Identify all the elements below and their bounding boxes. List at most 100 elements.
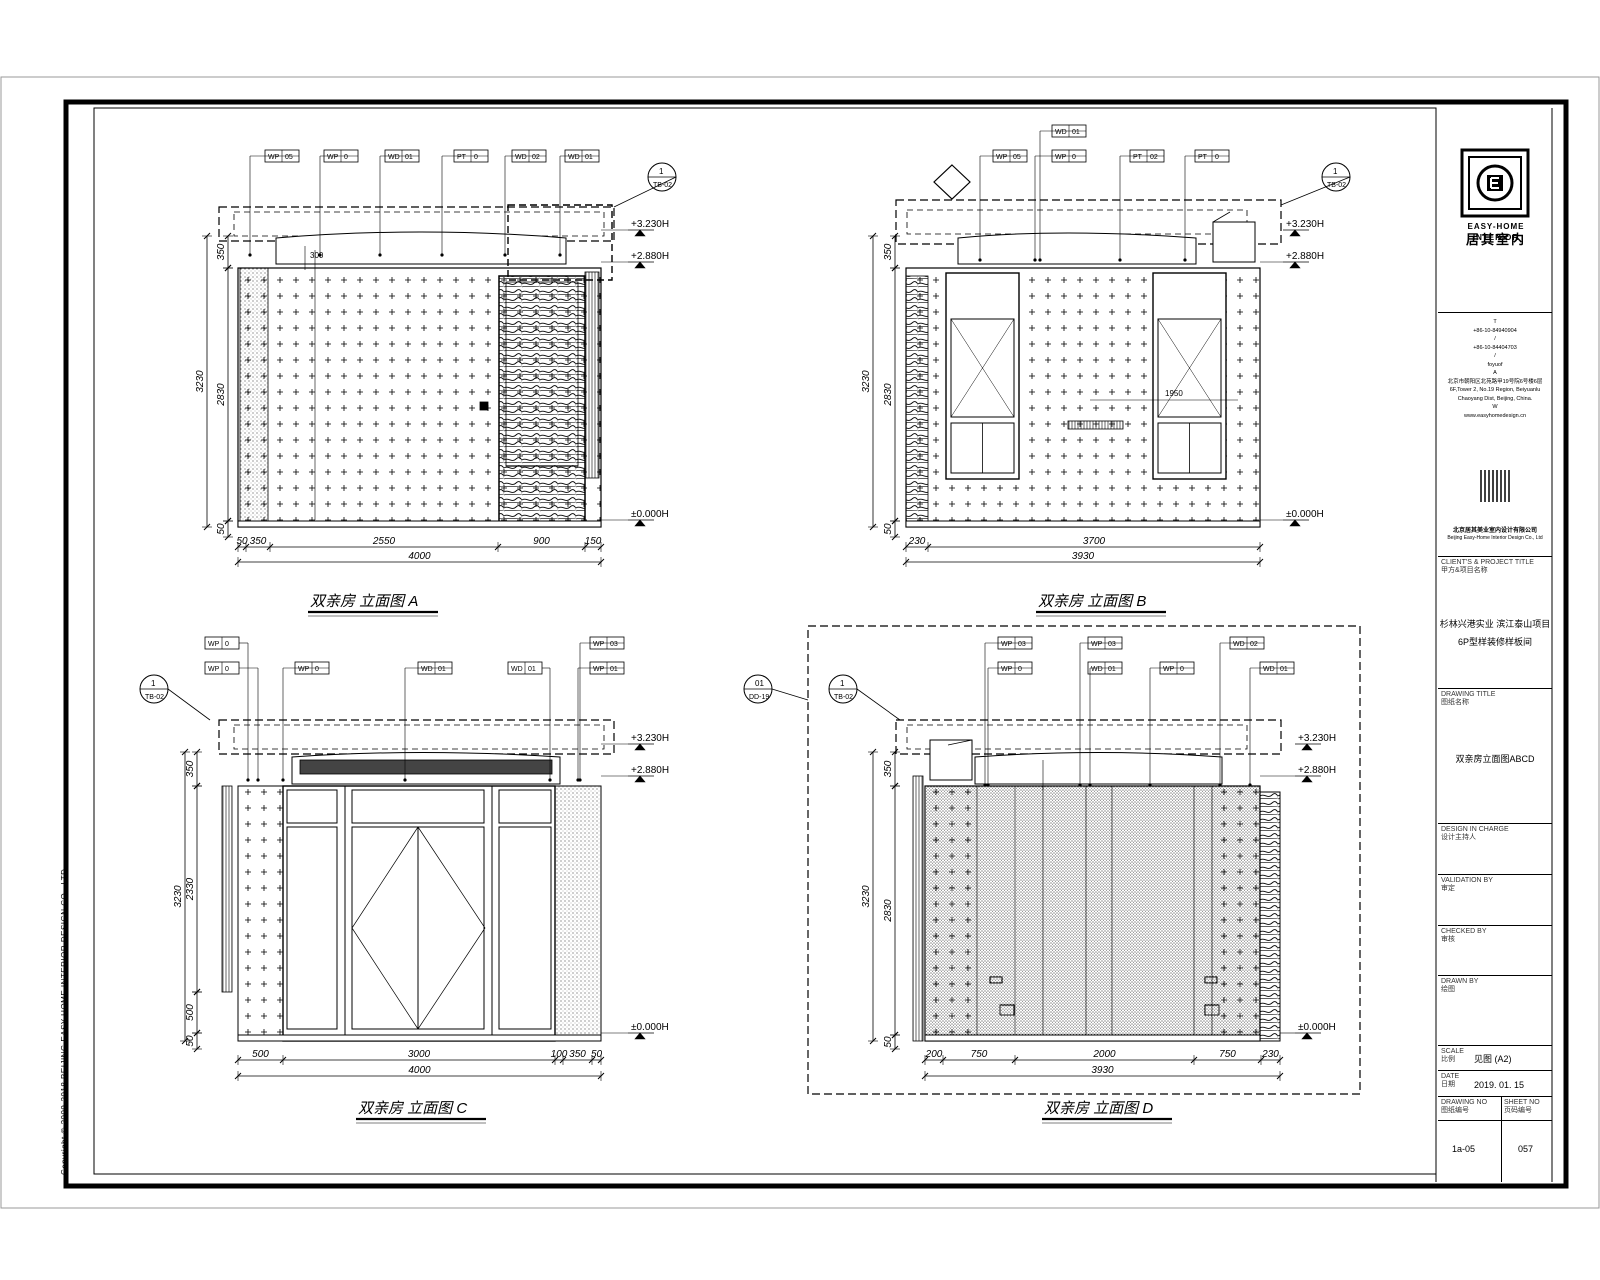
wardrobe-panel [498, 826, 552, 1030]
contact-line: / [1494, 336, 1496, 342]
dim-total-label: 4000 [408, 551, 431, 562]
material-tag-number: 01 [438, 666, 446, 673]
company-name-en: EASY-HOME INTERIOR [1467, 222, 1525, 242]
sheet-no-value: 057 [1518, 1144, 1534, 1154]
project-line-2: 6P型样装修样板间 [1457, 637, 1532, 647]
dim-bottom-slash [1276, 1056, 1284, 1064]
view-title: 双亲房 立面图 A [310, 593, 418, 610]
view-title: 双亲房 立面图 C [358, 1100, 467, 1117]
dim-total-slash [597, 1072, 605, 1080]
dim-bottom-slash [1257, 1056, 1265, 1064]
level-label: ±0.000H [631, 509, 669, 520]
company-full-cn: 北京居其美业室内设计有限公司 [1452, 528, 1537, 534]
drawing-no-value: 1a-05 [1452, 1144, 1476, 1154]
level-label: ±0.000H [1286, 509, 1324, 520]
ceiling-outline [895, 199, 1282, 245]
callout-leader [1280, 176, 1351, 206]
dim-left-total-label: 3230 [861, 885, 872, 908]
dim-left-b-slash [224, 264, 232, 272]
window-sash [950, 318, 1015, 418]
tv-unit [1212, 221, 1256, 263]
door-frame [584, 271, 600, 479]
date-sub: 日期 [1441, 1081, 1455, 1088]
dim-left-total-label: 3230 [173, 885, 184, 908]
dim-bottom-label: 900 [533, 536, 550, 547]
contact-line: T [1493, 319, 1497, 325]
material-tag-number: 0 [1180, 666, 1184, 673]
dim-total-label: 3930 [1072, 551, 1095, 562]
validation-label: VALIDATION BY [1441, 877, 1493, 884]
material-tag-number: 02 [532, 154, 540, 161]
ceiling-inner [906, 724, 1248, 750]
material-tag-code: WP [327, 154, 339, 161]
dim-bottom-label: 50 [591, 1049, 603, 1060]
baseboard [924, 1034, 1261, 1042]
material-tag-code: WP [996, 154, 1008, 161]
baseboard [237, 520, 602, 528]
dim-left-total-label: 3230 [195, 370, 206, 393]
leader-dot-icon [548, 778, 552, 782]
dim-left-a-label: 350 [185, 760, 196, 777]
door-header-dashed [507, 204, 613, 281]
window-swing [950, 318, 1015, 418]
callout-sheet: TB-02 [834, 694, 853, 701]
dim-bottom-label: 2550 [372, 536, 396, 547]
dim-bottom-label: 100 [551, 1049, 568, 1060]
level-marker-icon [1301, 743, 1313, 751]
baseboard [905, 520, 1261, 528]
ceiling-inner [233, 724, 605, 750]
side-panel [905, 275, 929, 528]
dim-total-label: 4000 [408, 1065, 431, 1076]
dim-left-a-slash [224, 232, 232, 240]
dim-bottom-slash [939, 1056, 947, 1064]
door-swing-lines [351, 826, 486, 1030]
callout-sheet: TB-02 [145, 694, 164, 701]
leader-dot-icon [1078, 783, 1082, 787]
contact-line: 北京市朝阳区北苑路甲19号院6号楼6层 [1447, 378, 1543, 385]
callout-sheet: TB-02 [653, 182, 672, 189]
dim-total-slash [902, 558, 910, 566]
dim-left-total-slash [869, 523, 877, 531]
leader-dot-icon [576, 778, 580, 782]
dim-left-c-label: 50 [216, 523, 227, 535]
material-tag-number: 05 [285, 154, 293, 161]
dim-left-b-slash [193, 782, 201, 790]
dim-left-b-slash [891, 782, 899, 790]
material-tag-number: 01 [585, 154, 593, 161]
view-title: 双亲房 立面图 B [1038, 593, 1146, 610]
dim-bottom-slash [902, 543, 910, 551]
dim-bottom-slash [242, 543, 250, 551]
dim-left-c-slash [193, 988, 201, 996]
material-tag-code: WD [388, 154, 400, 161]
tv-unit-edge [1212, 211, 1231, 223]
company-logo-icon [1460, 148, 1530, 218]
date-label: DATE [1441, 1073, 1460, 1080]
ceiling-cove [974, 752, 1223, 785]
material-tag-code: WD [1263, 666, 1275, 673]
scale-label: SCALE [1441, 1048, 1464, 1055]
leader-dot-icon [978, 258, 982, 262]
material-tag-number: 0 [1072, 154, 1076, 161]
company-name-cn: 居其室内 [1465, 232, 1526, 247]
contact-line: +86-10-84404703 [1473, 344, 1517, 351]
material-tag-number: 03 [610, 641, 618, 648]
dim-bottom-slash [234, 1056, 242, 1064]
material-tag-number: 0 [344, 154, 348, 161]
callout-number: 1 [840, 679, 845, 688]
dim-total-slash [234, 558, 242, 566]
material-tag-code: WD [511, 666, 523, 673]
dim-left-d-slash [193, 1029, 201, 1037]
dim-bottom-label: 50 [236, 536, 248, 547]
dim-left-d-label: 50 [185, 1035, 196, 1047]
dim-total-slash [1256, 558, 1264, 566]
leader-dot-icon [1038, 258, 1042, 262]
dim-bottom-slash [279, 1056, 287, 1064]
leader-dot-icon [1118, 258, 1122, 262]
design-label: DESIGN IN CHARGE [1441, 826, 1509, 833]
dim-left-c-label: 500 [185, 1004, 196, 1021]
material-tag-number: 02 [1150, 154, 1158, 161]
level-marker-icon [634, 743, 646, 751]
callout-number: 1 [659, 167, 664, 176]
dim-left-c-slash [891, 533, 899, 541]
